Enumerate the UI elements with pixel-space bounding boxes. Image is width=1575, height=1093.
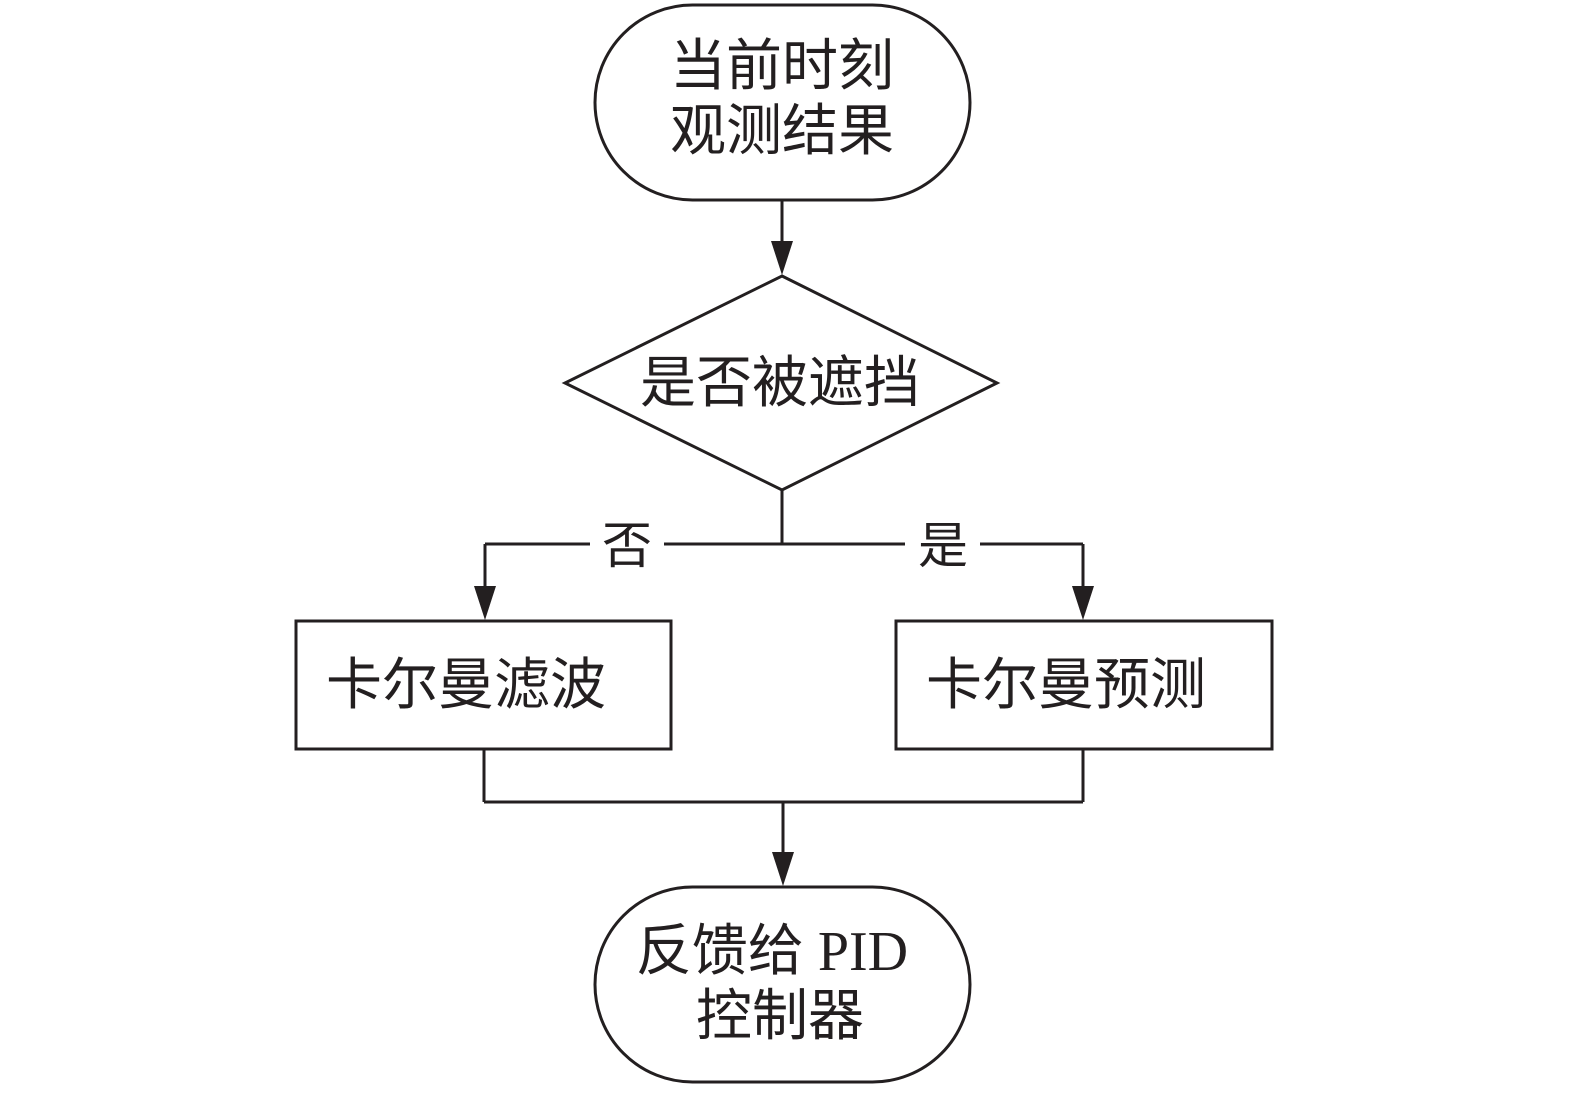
start-node-line2: 观测结果 xyxy=(670,101,894,163)
edge-label-no: 否 xyxy=(602,518,652,574)
start-node-line1: 当前时刻 xyxy=(670,36,894,98)
end-node-line2: 控制器 xyxy=(696,986,864,1048)
arrowhead-end xyxy=(772,852,794,886)
arrowhead-decision xyxy=(771,241,793,275)
arrowhead-kalman-filter xyxy=(474,586,496,620)
end-node-line1: 反馈给 PID xyxy=(636,921,908,983)
kalman-filter-node: 卡尔曼滤波 xyxy=(294,619,673,751)
kalman-filter-node-shape xyxy=(294,619,673,751)
decision-node: 是否被遮挡 xyxy=(561,274,1001,492)
edge-label-yes: 是 xyxy=(918,518,968,574)
start-node: 当前时刻 观测结果 xyxy=(593,3,972,202)
kalman-predict-node-label: 卡尔曼预测 xyxy=(926,655,1206,717)
decision-node-label: 是否被遮挡 xyxy=(640,353,920,415)
arrowhead-kalman-predict xyxy=(1072,586,1094,620)
end-node-shape xyxy=(593,885,972,1084)
end-node: 反馈给 PID 控制器 xyxy=(593,885,972,1084)
kalman-predict-node: 卡尔曼预测 xyxy=(894,619,1274,751)
kalman-filter-node-label: 卡尔曼滤波 xyxy=(326,655,606,717)
